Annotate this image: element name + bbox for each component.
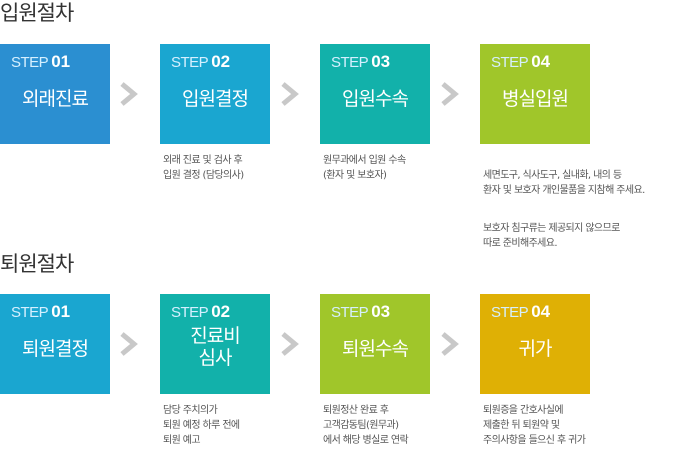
admission-step-4-note: 보호자 침구류는 제공되지 않으므로 따로 준비해주세요. <box>483 223 620 249</box>
step-word: STEP <box>11 304 49 321</box>
step-word: STEP <box>11 54 49 71</box>
step-name: 입원결정 <box>182 88 249 110</box>
chevron-right-icon <box>279 82 301 106</box>
step-name: 귀가 <box>518 338 553 360</box>
step-name: 퇴원수속 <box>342 338 409 360</box>
step-number: 02 <box>211 302 231 321</box>
admission-step-4-desc: 세면도구, 식사도구, 실내화, 내의 등 환자 및 보호자 개인물품을 지참해… <box>483 170 645 196</box>
step-number: 01 <box>51 302 71 321</box>
step-word: STEP <box>331 304 369 321</box>
admission-section-title: 입원절차 <box>0 1 74 25</box>
discharge-section-title: 퇴원절차 <box>0 252 74 276</box>
admission-step-3-desc: 원무과에서 입원 수속 (환자 및 보호자) <box>323 155 406 181</box>
chevron-right-icon <box>439 82 461 106</box>
discharge-step-4-desc: 퇴원증을 간호사실에 제출한 뒤 퇴원약 및 주의사항을 들으신 후 귀가 <box>483 405 586 446</box>
step-number: 03 <box>371 302 391 321</box>
step-word: STEP <box>331 54 369 71</box>
chevron-right-icon <box>118 332 140 356</box>
step-number: 02 <box>211 52 231 71</box>
step-word: STEP <box>171 304 209 321</box>
step-name: 퇴원결정 <box>22 338 89 360</box>
admission-step-4-desc-block: 세면도구, 식사도구, 실내화, 내의 등 환자 및 보호자 개인물품을 지참해… <box>483 153 691 266</box>
chevron-right-icon <box>439 332 461 356</box>
discharge-step-3-desc: 퇴원정산 완료 후 고객감동팀(원무과) 에서 해당 병실로 연락 <box>323 405 409 446</box>
step-number: 03 <box>371 52 391 71</box>
step-name: 입원수속 <box>342 88 409 110</box>
step-number: 04 <box>531 302 551 321</box>
discharge-step-2-desc: 담당 주치의가 퇴원 예정 하루 전에 퇴원 예고 <box>163 405 240 446</box>
step-word: STEP <box>171 54 209 71</box>
chevron-right-icon <box>279 332 301 356</box>
step-name: 진료비 심사 <box>190 325 240 369</box>
admission-step-2-desc: 외래 진료 및 검사 후 입원 결정 (담당의사) <box>163 155 244 181</box>
step-name: 병실입원 <box>502 88 569 110</box>
step-number: 04 <box>531 52 551 71</box>
step-word: STEP <box>491 54 529 71</box>
step-name: 외래진료 <box>22 88 89 110</box>
step-number: 01 <box>51 52 71 71</box>
chevron-right-icon <box>118 82 140 106</box>
step-word: STEP <box>491 304 529 321</box>
